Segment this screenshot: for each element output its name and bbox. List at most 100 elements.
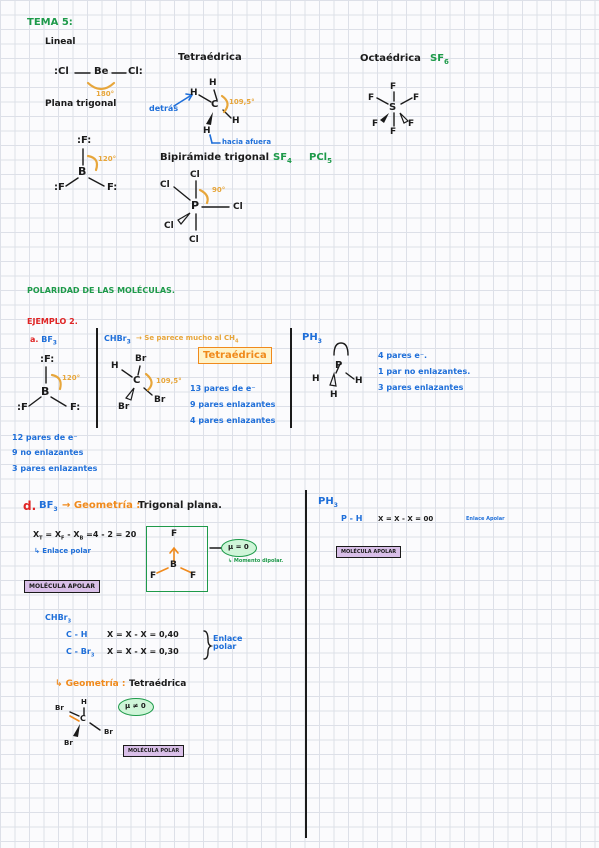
bf3-b: B xyxy=(78,165,87,178)
chbr3-note-3: 4 pares enlazantes xyxy=(190,416,276,425)
bf3-mol-box xyxy=(146,526,208,592)
ch4-angle: 109,5° xyxy=(229,98,255,106)
d-chbr3-br-left: Br xyxy=(55,704,64,712)
ph3-h-bottom: H xyxy=(330,390,338,400)
geom2-label: ↳ Geometría : xyxy=(55,679,126,689)
atom-cl-left: :Cl xyxy=(54,66,69,77)
ej-bf3-f-left: :F xyxy=(17,402,28,413)
divider-3 xyxy=(305,490,307,838)
section-d-geom: → Geometría : xyxy=(62,500,141,511)
ej-bf3-f-right: F: xyxy=(70,402,81,413)
bf3-note-1: 12 pares de e⁻ xyxy=(12,433,78,442)
ph3-h-right: H xyxy=(355,376,363,386)
momento-dipolar: ↳ Momento dipolar. xyxy=(228,558,284,564)
chbr3-head: CHBr3 xyxy=(104,334,131,346)
bf3-note-2: 9 no enlazantes xyxy=(12,448,84,457)
ejemplo-a: a. BF3 xyxy=(30,335,57,347)
ph3-p: P xyxy=(335,360,343,371)
bf3-f-right: F: xyxy=(107,182,118,193)
ej-bf3-f-top: :F: xyxy=(40,354,55,365)
ej-bf3-angle: 120° xyxy=(62,374,81,382)
ch-label: C - H xyxy=(66,630,88,639)
apolar-box: MOLÉCULA APOLAR xyxy=(24,580,101,593)
bipir-formula-2: PCl5 xyxy=(309,152,332,165)
atom-be: Be xyxy=(94,66,109,77)
sf6-f-top: F xyxy=(390,82,397,92)
ch4-h-top: H xyxy=(209,78,217,88)
pcl5-cl-bl: Cl xyxy=(164,221,174,231)
d-chbr3-br-right: Br xyxy=(104,728,113,736)
enlace-polar: Enlace polar xyxy=(213,634,243,651)
chbr3-note-2: 9 pares enlazantes xyxy=(190,400,276,409)
sf6-s: S xyxy=(389,102,397,113)
polar-box: MOLÉCULA POLAR xyxy=(123,745,185,757)
ejemplo-title: EJEMPLO 2. xyxy=(27,317,78,326)
atom-cl-right: Cl: xyxy=(128,66,143,77)
d-chbr3-c: C xyxy=(80,714,86,723)
bf3-f-left: :F xyxy=(54,182,65,193)
polaridad-title: POLARIDAD DE LAS MOLÉCULAS. xyxy=(27,286,175,295)
bf3-enlace: ↳ Enlace polar xyxy=(34,547,91,555)
pcl5-cl-top: Cl xyxy=(190,170,200,180)
heading-tetraedrica: Tetraédrica xyxy=(178,52,242,63)
divider-1 xyxy=(96,328,98,428)
heading-bipiramide: Bipirámide trigonal xyxy=(160,152,270,163)
heading-plana-trigonal: Plana trigonal xyxy=(45,99,117,109)
sf6-f-right: F xyxy=(413,93,420,103)
d-bf3-f-left: F xyxy=(150,571,157,581)
sf6-f-left: F xyxy=(368,93,375,103)
d-bf3-b: B xyxy=(170,560,177,570)
ph-eq: X = X - X = 00 xyxy=(378,515,434,523)
ph-note: Enlace Apolar xyxy=(466,516,505,522)
pcl5-angle: 90° xyxy=(212,186,226,194)
d-chbr3-head: CHBr3 xyxy=(45,613,72,625)
d-chbr3-h: H xyxy=(81,698,87,706)
ph3-note-3: 3 pares enlazantes xyxy=(378,383,464,392)
mu-oval xyxy=(221,539,257,557)
ch4-hacia: hacia afuera xyxy=(222,138,272,146)
ch-eq: X = X - X = 0,40 xyxy=(107,630,179,639)
tetraedrica-box: Tetraédrica xyxy=(198,347,272,364)
ch4-h-bottom: H xyxy=(203,126,211,136)
bf3-note-3: 3 pares enlazantes xyxy=(12,464,98,473)
divider-2 xyxy=(290,328,292,428)
right-apolar-box: MOLÉCULA APOLAR xyxy=(336,546,402,558)
ch4-h-left: H xyxy=(190,88,198,98)
geom2-value: Tetraédrica xyxy=(129,679,187,689)
cbr-label: C - Br3 xyxy=(66,647,95,659)
chbr3-br-right: Br xyxy=(154,395,166,405)
mu2-value: μ ≠ 0 xyxy=(125,702,146,710)
bf3-f-top: :F: xyxy=(77,135,92,146)
chbr3-h: H xyxy=(111,361,119,371)
section-d-formula: BF3 xyxy=(39,500,58,513)
chbr3-note-1: 13 pares de e⁻ xyxy=(190,384,256,393)
pcl5-cl-left: Cl xyxy=(160,180,170,190)
ph3-h-left: H xyxy=(312,374,320,384)
pcl5-p: P xyxy=(191,199,200,212)
bf3-angle: 120° xyxy=(98,155,117,163)
becl2-angle: 180° xyxy=(96,90,115,98)
chbr3-br-bottom: Br xyxy=(118,402,130,412)
octa-formula: SF6 xyxy=(430,53,449,66)
right-ph3: PH3 xyxy=(318,496,338,509)
d-chbr3-br-bottom: Br xyxy=(64,739,73,747)
ch4-h-right: H xyxy=(232,116,240,126)
sf6-f-bottom: F xyxy=(390,127,397,137)
mu-value: μ = 0 xyxy=(228,543,249,551)
chbr3-angle: 109,5° xyxy=(156,377,182,385)
bipir-formula-1: SF4 xyxy=(273,152,292,165)
ej-bf3-b: B xyxy=(41,385,50,398)
chbr3-br-top: Br xyxy=(135,354,147,364)
cbr-eq: X = X - X = 0,30 xyxy=(107,647,179,656)
ch4-c: C xyxy=(211,99,219,110)
section-d-geom-value: Trigonal plana. xyxy=(138,500,222,511)
ph-label: P - H xyxy=(341,514,363,523)
d-bf3-f-top: F xyxy=(171,529,178,539)
ph3-note-2: 1 par no enlazantes. xyxy=(378,367,471,376)
chbr3-c: C xyxy=(133,375,141,386)
mu2-oval xyxy=(118,698,154,716)
sf6-f-br: F xyxy=(408,119,415,129)
ph3-note-1: 4 pares e⁻. xyxy=(378,351,428,360)
heading-octaedrica: Octaédrica xyxy=(360,53,421,64)
